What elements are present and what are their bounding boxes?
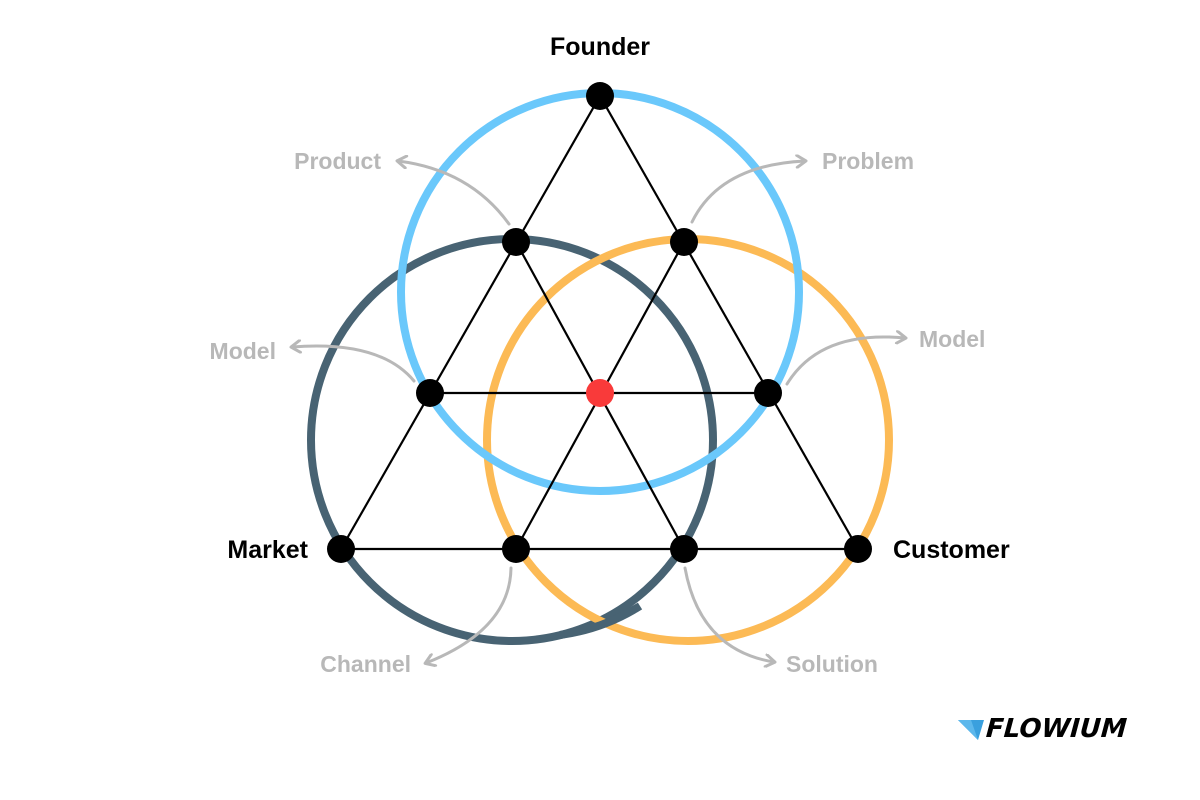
node-center bbox=[586, 379, 614, 407]
edge-founder-market bbox=[340, 95, 601, 550]
node-customer bbox=[844, 535, 872, 563]
node-founder bbox=[586, 82, 614, 110]
flowium-logo-text: FLOWIUM bbox=[984, 714, 1128, 744]
label-problem: Problem bbox=[822, 148, 914, 174]
label-model-right: Model bbox=[919, 326, 985, 352]
arrow-product bbox=[398, 161, 511, 226]
founder-circle bbox=[397, 89, 803, 495]
nodes bbox=[327, 82, 872, 563]
arrow-solution bbox=[683, 566, 774, 662]
node-model-right bbox=[754, 379, 782, 407]
label-channel: Channel bbox=[320, 651, 411, 677]
label-market: Market bbox=[227, 536, 308, 564]
flowium-logo: FLOWIUM bbox=[958, 714, 1128, 744]
label-model-left: Model bbox=[210, 338, 276, 364]
node-problem bbox=[670, 228, 698, 256]
node-product bbox=[502, 228, 530, 256]
label-customer: Customer bbox=[893, 536, 1010, 564]
node-channel bbox=[502, 535, 530, 563]
node-market bbox=[327, 535, 355, 563]
edge-founder-customer bbox=[599, 95, 859, 550]
label-product: Product bbox=[294, 148, 381, 174]
annotation-arrows bbox=[292, 161, 905, 663]
arrow-problem bbox=[690, 161, 805, 224]
flowium-logo-mark-icon bbox=[958, 720, 984, 740]
label-founder: Founder bbox=[550, 33, 650, 61]
triangle-edges bbox=[340, 95, 859, 551]
label-solution: Solution bbox=[786, 651, 878, 677]
market-circle-weave-segment bbox=[559, 602, 643, 639]
node-solution bbox=[670, 535, 698, 563]
arrow-model-left bbox=[292, 346, 416, 383]
arrow-channel bbox=[426, 566, 513, 663]
node-model-left bbox=[416, 379, 444, 407]
arrow-model-right bbox=[785, 337, 905, 386]
